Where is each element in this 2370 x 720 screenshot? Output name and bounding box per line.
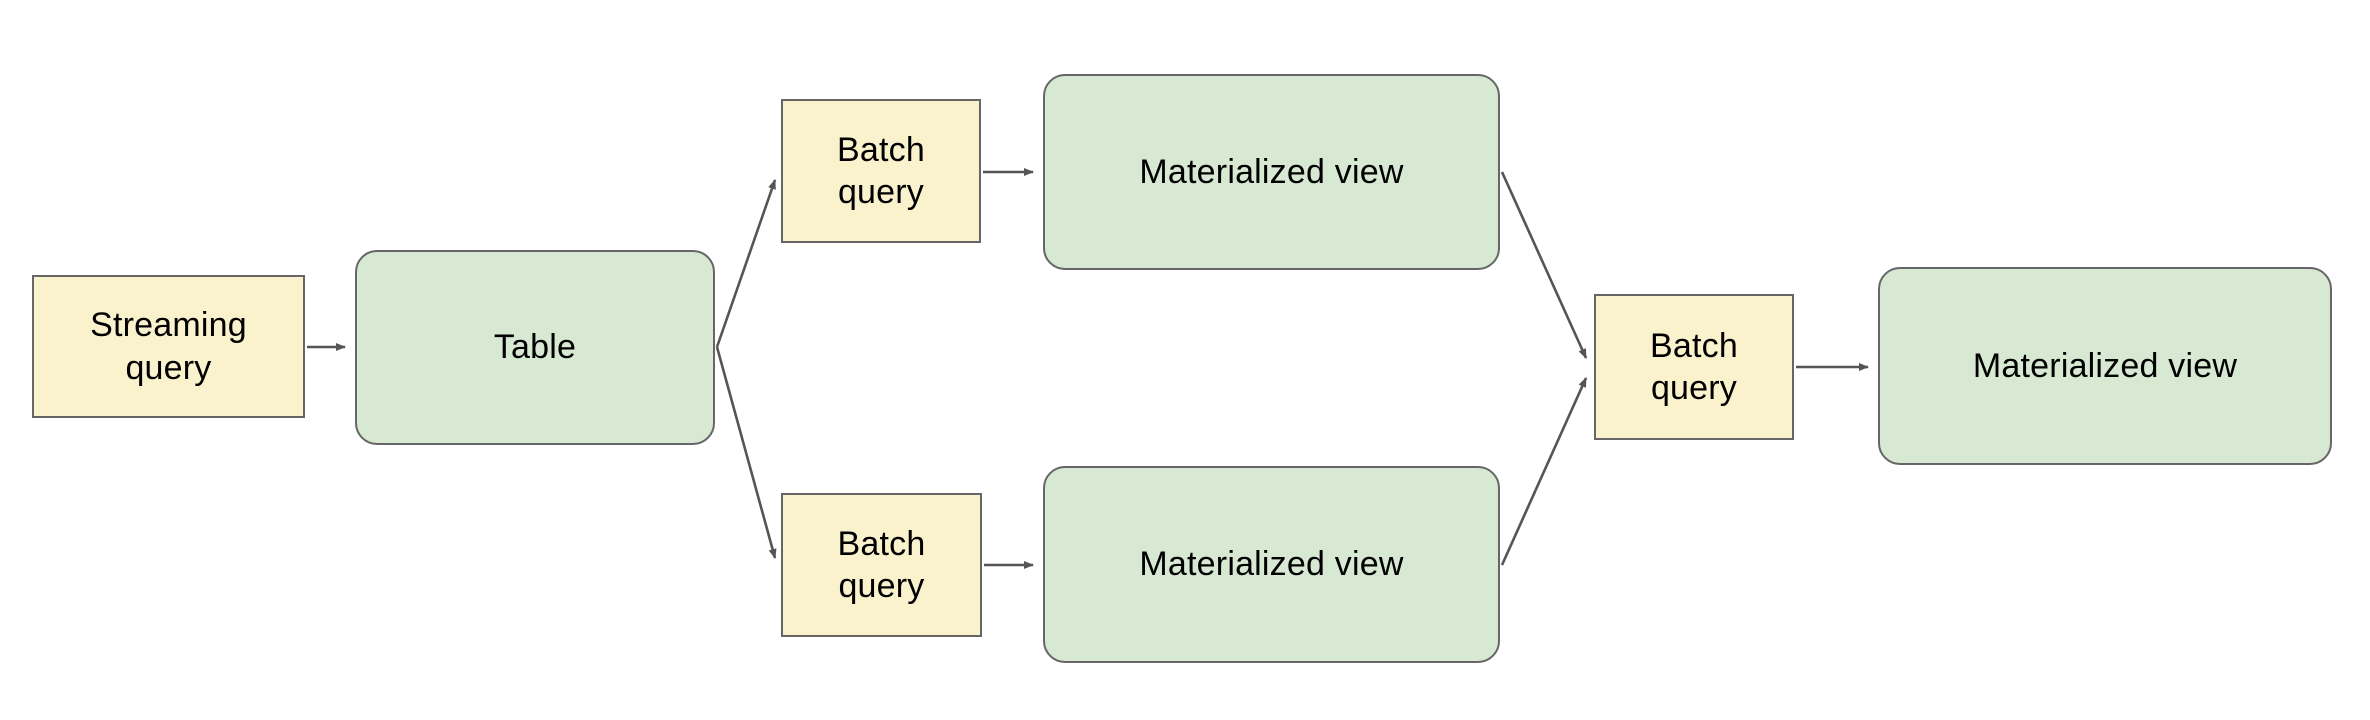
node-batch-query-bottom[interactable]: Batch query bbox=[781, 493, 982, 637]
node-label-batch-query-bottom: Batch query bbox=[837, 524, 926, 605]
node-materialized-view-top[interactable]: Materialized view bbox=[1043, 74, 1500, 270]
node-label-materialized-view-top: Materialized view bbox=[1139, 152, 1404, 191]
node-label-batch-query-merge: Batch query bbox=[1650, 326, 1738, 407]
node-materialized-view-bottom[interactable]: Materialized view bbox=[1043, 466, 1500, 663]
edge-materialized-view-top-to-batch-query-merge bbox=[1500, 171, 1588, 359]
node-batch-query-top[interactable]: Batch query bbox=[781, 99, 981, 243]
node-streaming-query[interactable]: Streaming query bbox=[32, 275, 305, 418]
node-label-materialized-view-right: Materialized view bbox=[1972, 346, 2238, 385]
node-materialized-view-right[interactable]: Materialized view bbox=[1878, 267, 2332, 465]
node-table[interactable]: Table bbox=[355, 250, 715, 445]
node-label-materialized-view-bottom: Materialized view bbox=[1139, 545, 1404, 584]
edge-materialized-view-bottom-to-batch-query-merge bbox=[1500, 377, 1588, 566]
node-label-streaming-query: Streaming query bbox=[90, 306, 247, 387]
node-batch-query-merge[interactable]: Batch query bbox=[1594, 294, 1794, 440]
node-label-table: Table bbox=[493, 328, 577, 367]
node-label-batch-query-top: Batch query bbox=[837, 130, 925, 211]
edge-table-to-batch-query-top bbox=[715, 179, 777, 348]
edge-table-to-batch-query-bottom bbox=[715, 346, 777, 559]
